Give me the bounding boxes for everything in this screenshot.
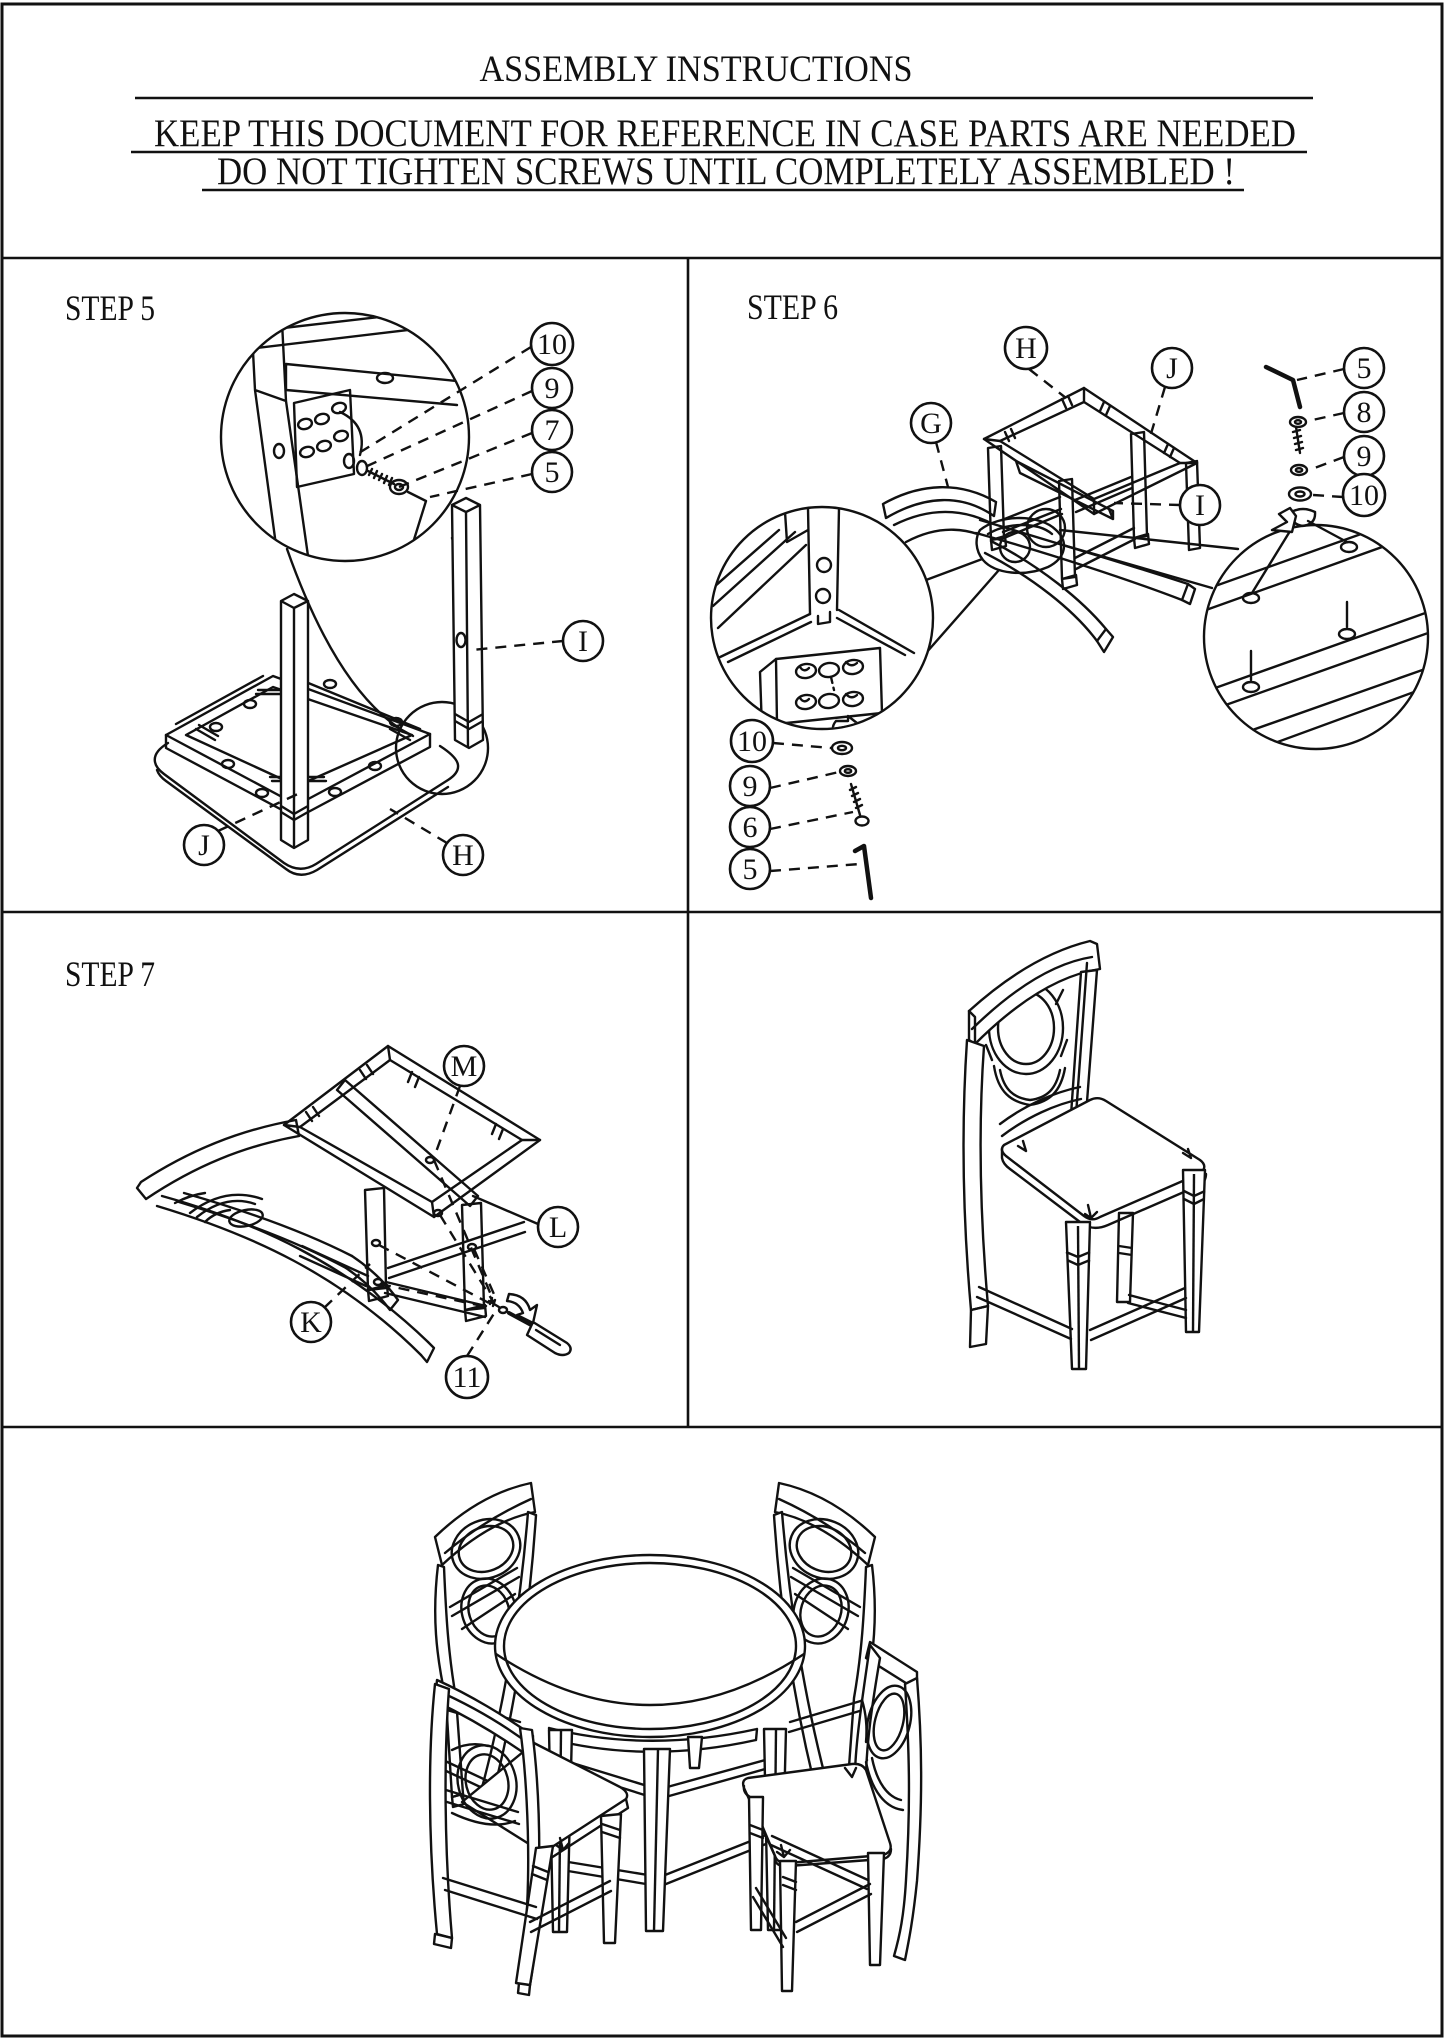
svg-text:11: 11 [453, 1361, 482, 1394]
svg-text:STEP 6: STEP 6 [747, 287, 838, 327]
svg-text:9: 9 [545, 372, 560, 405]
svg-text:DO NOT TIGHTEN SCREWS UNTIL CO: DO NOT TIGHTEN SCREWS UNTIL COMPLETELY A… [217, 150, 1235, 193]
svg-text:ASSEMBLY INSTRUCTIONS: ASSEMBLY INSTRUCTIONS [480, 49, 913, 90]
svg-text:10: 10 [737, 725, 767, 758]
svg-text:STEP 5: STEP 5 [65, 288, 155, 328]
svg-text:5: 5 [743, 853, 758, 886]
svg-text:L: L [549, 1211, 567, 1244]
svg-text:M: M [451, 1050, 478, 1083]
svg-text:KEEP THIS DOCUMENT FOR REFEREN: KEEP THIS DOCUMENT FOR REFERENCE IN CASE… [154, 112, 1296, 155]
svg-text:K: K [300, 1306, 322, 1339]
svg-text:STEP 7: STEP 7 [65, 954, 155, 994]
svg-text:9: 9 [1357, 440, 1372, 473]
svg-text:6: 6 [743, 811, 758, 844]
svg-text:5: 5 [1357, 352, 1372, 385]
svg-text:10: 10 [1349, 479, 1379, 512]
svg-text:H: H [452, 839, 474, 872]
svg-text:H: H [1015, 332, 1037, 365]
svg-text:G: G [920, 407, 942, 440]
svg-text:10: 10 [537, 328, 567, 361]
svg-text:J: J [198, 829, 210, 862]
svg-text:I: I [578, 625, 588, 658]
svg-text:5: 5 [545, 456, 560, 489]
svg-text:I: I [1195, 489, 1205, 522]
svg-text:J: J [1166, 352, 1178, 385]
svg-text:7: 7 [545, 414, 560, 447]
svg-text:8: 8 [1357, 396, 1372, 429]
svg-text:9: 9 [743, 770, 758, 803]
